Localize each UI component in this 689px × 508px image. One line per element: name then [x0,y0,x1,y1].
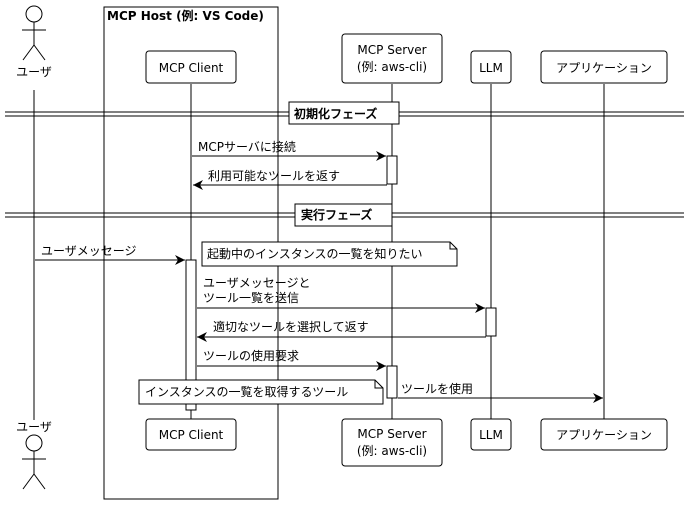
message-return-tools-label: 利用可能なツールを返す [208,169,340,183]
phase-exec-box [294,203,393,227]
actor-user-bottom-label: ユーザ [16,420,52,434]
participant-app-top-label: アプリケーション [556,61,652,75]
participant-app-top [540,50,668,84]
participant-server-bottom-line2: (例: aws-cli) [357,444,427,458]
activation-server-init [386,155,398,185]
participant-server-bottom [341,418,443,467]
participant-llm-top [470,50,512,84]
participant-llm-bottom [470,418,512,451]
actor-user-top [22,5,46,61]
participant-app-bottom [540,418,668,451]
message-send-line1: ユーザメッセージと [203,276,311,290]
phase-init-label: 初期化フェーズ [294,106,377,121]
participant-server-top-line2: (例: aws-cli) [357,60,427,74]
activation-server-exec [386,365,398,399]
note-want-list-text: 起動中のインスタンスの一覧を知りたい [207,246,423,261]
actor-user-top-label: ユーザ [16,65,52,79]
message-user-label: ユーザメッセージ [41,244,137,258]
activation-client-exec [185,259,197,411]
participant-client-bottom [145,418,237,451]
phase-exec-label: 実行フェーズ [301,207,372,222]
participant-client-top-label: MCP Client [159,61,224,75]
actor-user-bottom [22,434,46,490]
participant-llm-top-label: LLM [479,61,503,75]
activation-llm [485,307,497,337]
message-use-request-label: ツールの使用要求 [203,348,299,363]
participant-server-top [341,33,443,84]
participant-llm-bottom-label: LLM [479,428,503,442]
message-connect-label: MCPサーバに接続 [198,139,296,154]
participant-client-bottom-label: MCP Client [159,428,224,442]
message-select-tool-label: 適切なツールを選択して返す [213,319,369,334]
message-use-tool-label: ツールを使用 [401,381,473,396]
note-want-list [201,241,458,267]
note-list-tool-text: インスタンスの一覧を取得するツール [145,384,348,399]
participant-server-bottom-line1: MCP Server [357,427,426,441]
participant-client-top [145,50,237,84]
participant-server-top-line1: MCP Server [357,43,426,57]
host-group-title: MCP Host (例: VS Code) [107,8,264,23]
message-send-line2: ツール一覧を送信 [203,290,299,305]
note-list-tool [138,379,384,405]
phase-init-box [288,101,400,125]
participant-app-bottom-label: アプリケーション [556,428,652,442]
